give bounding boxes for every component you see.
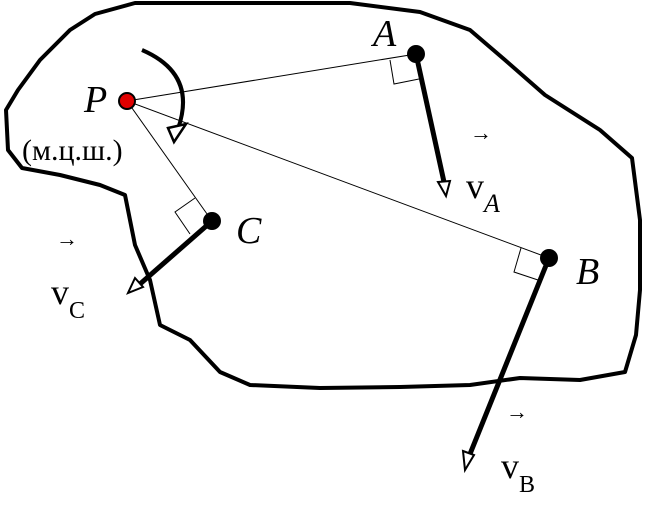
- velocity-label-b-arrow: →: [506, 399, 528, 424]
- velocity-arrowhead-c: [126, 276, 145, 295]
- label-point-b: B: [576, 251, 599, 293]
- velocity-label-a: vA: [466, 166, 500, 218]
- rotation-arrowhead: [166, 122, 189, 145]
- label-point-a: A: [370, 13, 397, 55]
- label-point-p: P: [83, 79, 107, 121]
- pole-p-dot: [118, 92, 136, 110]
- velocity-vector-c: [138, 219, 214, 286]
- right-angle-mark-a: [389, 59, 420, 85]
- point-b-dot: [540, 249, 558, 267]
- radius-line-pa: [126, 53, 417, 102]
- velocity-label-c-arrow: →: [56, 226, 78, 251]
- right-angle-mark-c: [174, 197, 196, 235]
- velocity-label-c-symbol: v: [51, 272, 69, 312]
- velocity-vector-a: [413, 53, 447, 183]
- velocity-label-b-subscript: B: [519, 472, 535, 498]
- velocity-label-b-symbol: v: [501, 446, 519, 486]
- radius-line-pb: [126, 100, 550, 259]
- velocity-label-c-subscript: C: [69, 298, 85, 324]
- velocity-label-c: vC: [51, 272, 85, 324]
- radius-line-pc: [126, 100, 213, 222]
- velocity-vector-b: [467, 257, 552, 455]
- velocity-label-a-arrow: →: [470, 120, 492, 145]
- velocity-arrowhead-a: [436, 179, 452, 199]
- point-c-dot: [203, 212, 221, 230]
- point-a-dot: [407, 45, 425, 63]
- right-angle-mark-b: [513, 247, 539, 281]
- velocity-label-a-symbol: v: [466, 166, 484, 206]
- label-point-c: C: [236, 210, 262, 252]
- velocity-arrowhead-b: [461, 449, 476, 474]
- rotation-direction-arc: [141, 48, 185, 135]
- instantaneous-center-annotation: (м.ц.ш.): [22, 134, 123, 167]
- velocity-label-a-subscript: A: [482, 189, 500, 218]
- velocity-label-b: vB: [501, 446, 535, 498]
- rigid-body-outline: [4, 1, 642, 390]
